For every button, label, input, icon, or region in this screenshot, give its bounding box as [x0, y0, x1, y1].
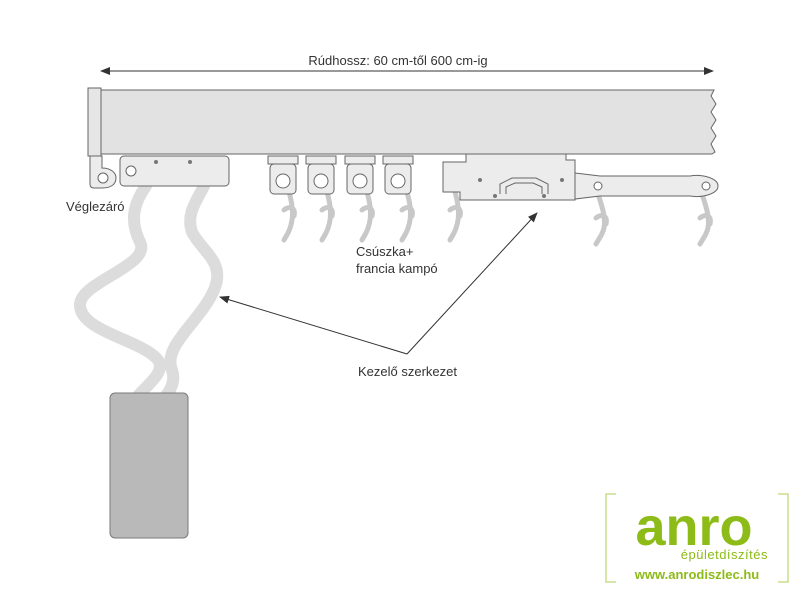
end-stop-label: Véglezáró — [66, 199, 125, 214]
logo-subtitle: épületdíszítés — [681, 547, 768, 562]
length-label: Rúdhossz: 60 cm-től 600 cm-ig — [308, 53, 487, 68]
operator-label: Kezelő szerkezet — [358, 364, 457, 379]
cord-bracket — [119, 155, 230, 187]
logo-word: anro — [635, 497, 752, 557]
slider-hook-label-line1: Csúszka+ — [356, 244, 413, 259]
length-dimension — [100, 67, 714, 75]
end-stop — [87, 87, 117, 189]
pull-cord — [74, 180, 224, 406]
logo-url: www.anrodiszlec.hu — [634, 567, 760, 582]
cord-weight — [109, 392, 189, 539]
curtain-rail — [95, 89, 717, 155]
master-carrier — [442, 153, 576, 201]
slider-hook-label-line2: francia kampó — [356, 261, 438, 276]
overlap-arm — [574, 172, 719, 200]
anro-logo: anro épületdíszítés www.anrodiszlec.hu — [605, 493, 789, 583]
gliders — [267, 155, 414, 195]
operator-leader-lines — [219, 212, 538, 355]
